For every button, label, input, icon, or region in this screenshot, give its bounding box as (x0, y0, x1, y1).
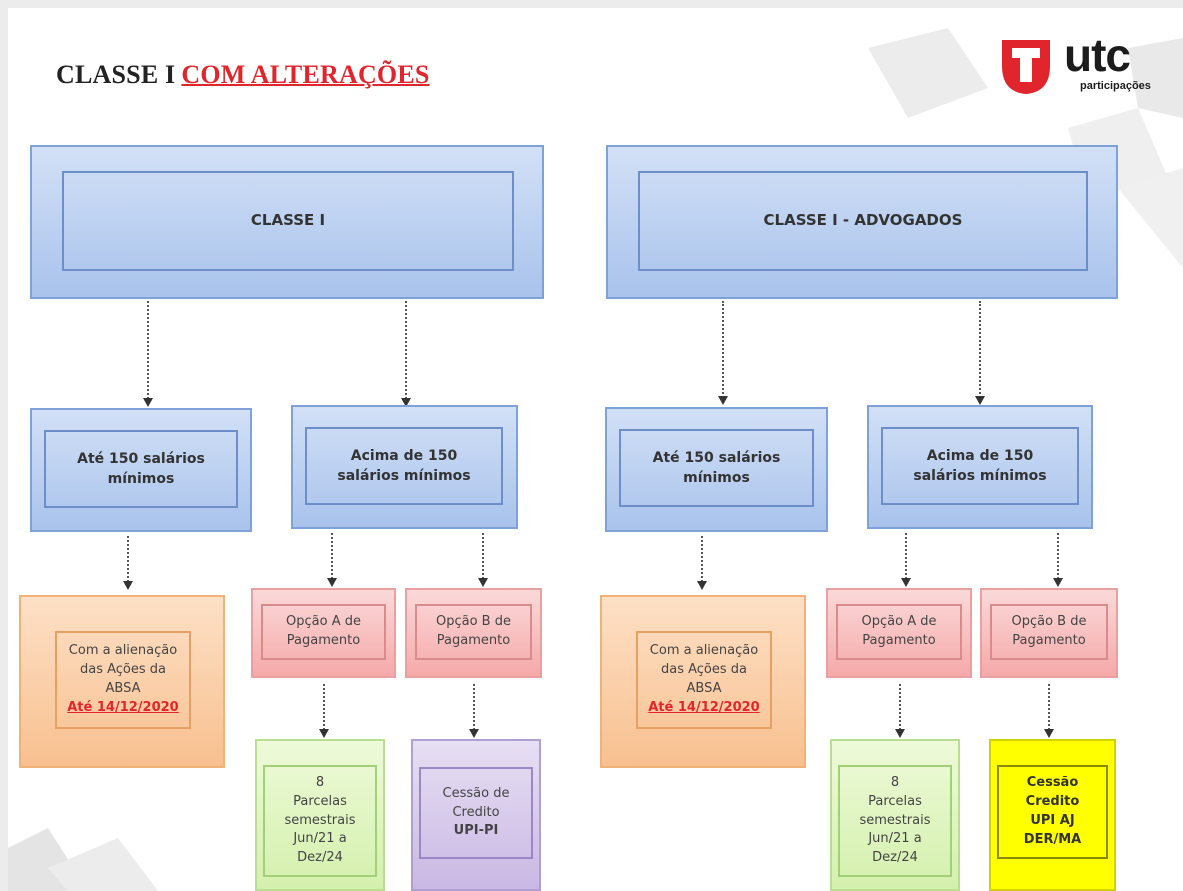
text-line: Pagamento (1012, 633, 1086, 648)
left-opcao-a-box: Opção A de Pagamento (251, 588, 396, 678)
text-line: Até 150 salários (77, 450, 205, 467)
right-acima-150-box: Acima de 150 salários mínimos (867, 405, 1093, 529)
right-acima-150-inner: Acima de 150 salários mínimos (881, 427, 1079, 505)
text-line: Com a alienação (649, 643, 759, 659)
right-opcao-a-box: Opção A de Pagamento (826, 588, 972, 678)
text-line: Opção A de (286, 614, 361, 630)
arrow-advogados-acima (975, 301, 985, 405)
text-line: Pagamento (862, 633, 936, 648)
classe-i-advogados-inner: CLASSE I - ADVOGADOS (638, 171, 1088, 271)
right-alienacao-box: Com a alienação das Ações da ABSA Até 14/12… (600, 595, 806, 768)
text-line: Credito (452, 804, 500, 820)
logo-word: utc (1064, 29, 1131, 81)
text-line: Jun/21 a (868, 831, 922, 847)
text-line: mínimos (683, 470, 750, 486)
text-line: Até 150 salários (652, 449, 781, 466)
text-line: das Ações da (660, 662, 747, 678)
title-highlight: COM ALTERAÇÕES (181, 60, 430, 89)
text-line: 8 (890, 774, 900, 790)
arrow-advogados-ate (718, 301, 728, 405)
text-line: semestrais (284, 812, 356, 828)
text-line: Opção B de (436, 614, 511, 630)
left-alienacao-date: Até 14/12/2020 (67, 699, 179, 715)
text-line: mínimos (107, 471, 175, 487)
classe-i-box: CLASSE I (30, 145, 544, 299)
classe-i-inner: CLASSE I (62, 171, 514, 271)
arrow-left-acima-opcao-b (478, 533, 488, 587)
left-alienacao-inner: Com a alienação das Ações da ABSA Até 14/12… (55, 631, 191, 729)
utc-logo: utc participações (996, 29, 1156, 98)
logo-subtitle: participações (1080, 80, 1151, 92)
text-line: Parcelas (868, 793, 922, 809)
right-ate-150-inner: Até 150 salários mínimos (619, 429, 814, 507)
text-line: Com a alienação (68, 643, 178, 659)
left-ate-150-box: Até 150 salários mínimos (30, 408, 252, 532)
background-decoration (8, 28, 1183, 891)
arrow-classe-i-acima (401, 301, 411, 407)
text-line: ABSA (105, 681, 141, 696)
arrow-right-ate-alienacao (697, 536, 707, 590)
text-line: salários mínimos (337, 468, 471, 484)
right-alienacao-date: Até 14/12/2020 (648, 699, 760, 715)
text-line: Cessão de (442, 785, 510, 801)
text-line: salários mínimos (913, 468, 1047, 484)
text-line: semestrais (859, 812, 931, 828)
left-opcao-b-inner: Opção B de Pagamento (415, 604, 532, 660)
arrow-right-acima-opcao-a (901, 533, 911, 587)
left-acima-150-inner: Acima de 150 salários mínimos (305, 427, 503, 505)
text-line: Opção B de (1011, 614, 1087, 630)
text-line: DER/MA (1023, 831, 1082, 847)
left-acima-150-box: Acima de 150 salários mínimos (291, 405, 518, 529)
classe-i-advogados-label: CLASSE I - ADVOGADOS (763, 211, 963, 230)
arrow-right-acima-opcao-b (1053, 533, 1063, 587)
arrow-classe-i-ate (143, 301, 153, 407)
right-opcao-b-inner: Opção B de Pagamento (990, 604, 1108, 660)
utc-logo-icon (1002, 40, 1050, 94)
text-line: 8 (315, 774, 325, 790)
arrow-left-opcao-b-cessao (469, 684, 479, 738)
right-alienacao-inner: Com a alienação das Ações da ABSA Até 14/12… (636, 631, 772, 729)
arrow-right-opcao-b-cessao (1044, 684, 1054, 738)
left-opcao-b-box: Opção B de Pagamento (405, 588, 542, 678)
text-line: Dez/24 (297, 850, 343, 866)
text-line: Pagamento (436, 633, 511, 648)
text-line: ABSA (686, 681, 722, 696)
right-opcao-b-box: Opção B de Pagamento (980, 588, 1118, 678)
arrow-right-opcao-a-parcelas (895, 684, 905, 738)
right-opcao-a-inner: Opção A de Pagamento (836, 604, 962, 660)
text-line: Acima de 150 (350, 447, 458, 464)
classe-i-advogados-box: CLASSE I - ADVOGADOS (606, 145, 1118, 299)
title-main: CLASSE I (56, 60, 176, 89)
classe-i-label: CLASSE I (250, 211, 326, 230)
text-line: Credito (1025, 794, 1080, 810)
text-line: Pagamento (286, 633, 361, 648)
text-line: Cessão (1026, 775, 1079, 791)
left-opcao-a-inner: Opção A de Pagamento (261, 604, 386, 660)
left-alienacao-box: Com a alienação das Ações da ABSA Até 14/12… (19, 595, 225, 768)
left-ate-150-inner: Até 150 salários mínimos (44, 430, 238, 508)
right-ate-150-box: Até 150 salários mínimos (605, 407, 828, 532)
arrow-left-acima-opcao-a (327, 533, 337, 587)
text-line: Opção A de (861, 614, 937, 630)
text-line: UPI-PI (453, 823, 499, 839)
arrow-left-ate-alienacao (123, 536, 133, 590)
text-line: Parcelas (293, 793, 347, 809)
text-line: das Ações da (79, 662, 166, 678)
text-line: Acima de 150 (926, 447, 1034, 464)
text-line: UPI AJ (1030, 813, 1075, 828)
text-line: Dez/24 (872, 850, 918, 866)
text-line: Jun/21 a (293, 831, 347, 847)
arrow-left-opcao-a-parcelas (319, 684, 329, 738)
